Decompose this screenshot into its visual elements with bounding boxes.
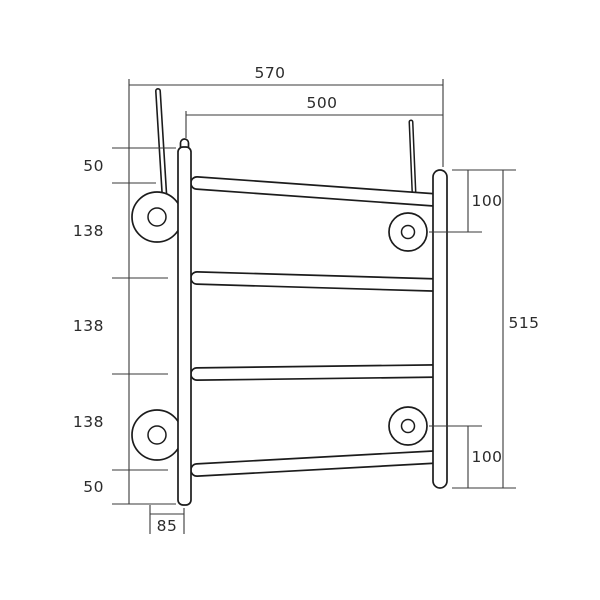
left-post — [177, 146, 192, 506]
rail-bar-3 — [190, 364, 443, 381]
dim-overall-width: 570 — [129, 64, 443, 86]
top-left-wall-bracket — [131, 191, 183, 243]
rail-bar-1 — [190, 176, 443, 207]
dim-left-bottom-label: 50 — [83, 478, 104, 496]
bottom-right-bracket-inner — [400, 418, 416, 434]
dim-left-chain: 50 138 138 138 50 — [73, 79, 176, 505]
dim-rail-width: 500 — [185, 94, 443, 138]
dim-overall-height-label: 515 — [508, 314, 539, 332]
right-post — [432, 169, 448, 489]
dim-overall-width-label: 570 — [254, 64, 285, 82]
right-power-cable — [408, 119, 417, 196]
dim-left-mid3-label: 138 — [73, 413, 104, 431]
dim-left-top-label: 50 — [83, 157, 104, 175]
towel-rail-drawing — [131, 88, 448, 506]
top-right-bracket-inner — [400, 224, 416, 240]
dim-right-bottom-offset: 100 — [429, 425, 502, 488]
bottom-left-bracket-inner — [147, 425, 167, 445]
dim-right-top-label: 100 — [471, 192, 502, 210]
dim-left-mid1-label: 138 — [73, 222, 104, 240]
bottom-left-wall-bracket — [131, 409, 183, 461]
rail-bar-3-fill — [191, 365, 442, 380]
dim-overall-height: 515 — [452, 170, 539, 489]
dim-wall-offset-label: 85 — [157, 517, 178, 535]
rail-bar-2-fill — [191, 272, 442, 291]
right-power-cable-fill — [410, 121, 415, 194]
dim-left-mid2-label: 138 — [73, 317, 104, 335]
rail-bar-2 — [190, 271, 443, 292]
rail-bar-1-fill — [191, 177, 442, 206]
dim-wall-offset: 85 — [149, 505, 185, 535]
bottom-right-wall-bracket — [388, 406, 428, 446]
dim-rail-width-label: 500 — [306, 94, 337, 112]
dim-right-bottom-label: 100 — [471, 448, 502, 466]
rail-bar-4-fill — [191, 451, 442, 476]
top-left-bracket-inner — [147, 207, 167, 227]
dimension-annotations: 570 500 50 138 138 138 50 — [73, 64, 539, 535]
top-right-wall-bracket — [388, 212, 428, 252]
rail-bar-4 — [190, 450, 443, 477]
dim-right-top-offset: 100 — [429, 169, 516, 233]
